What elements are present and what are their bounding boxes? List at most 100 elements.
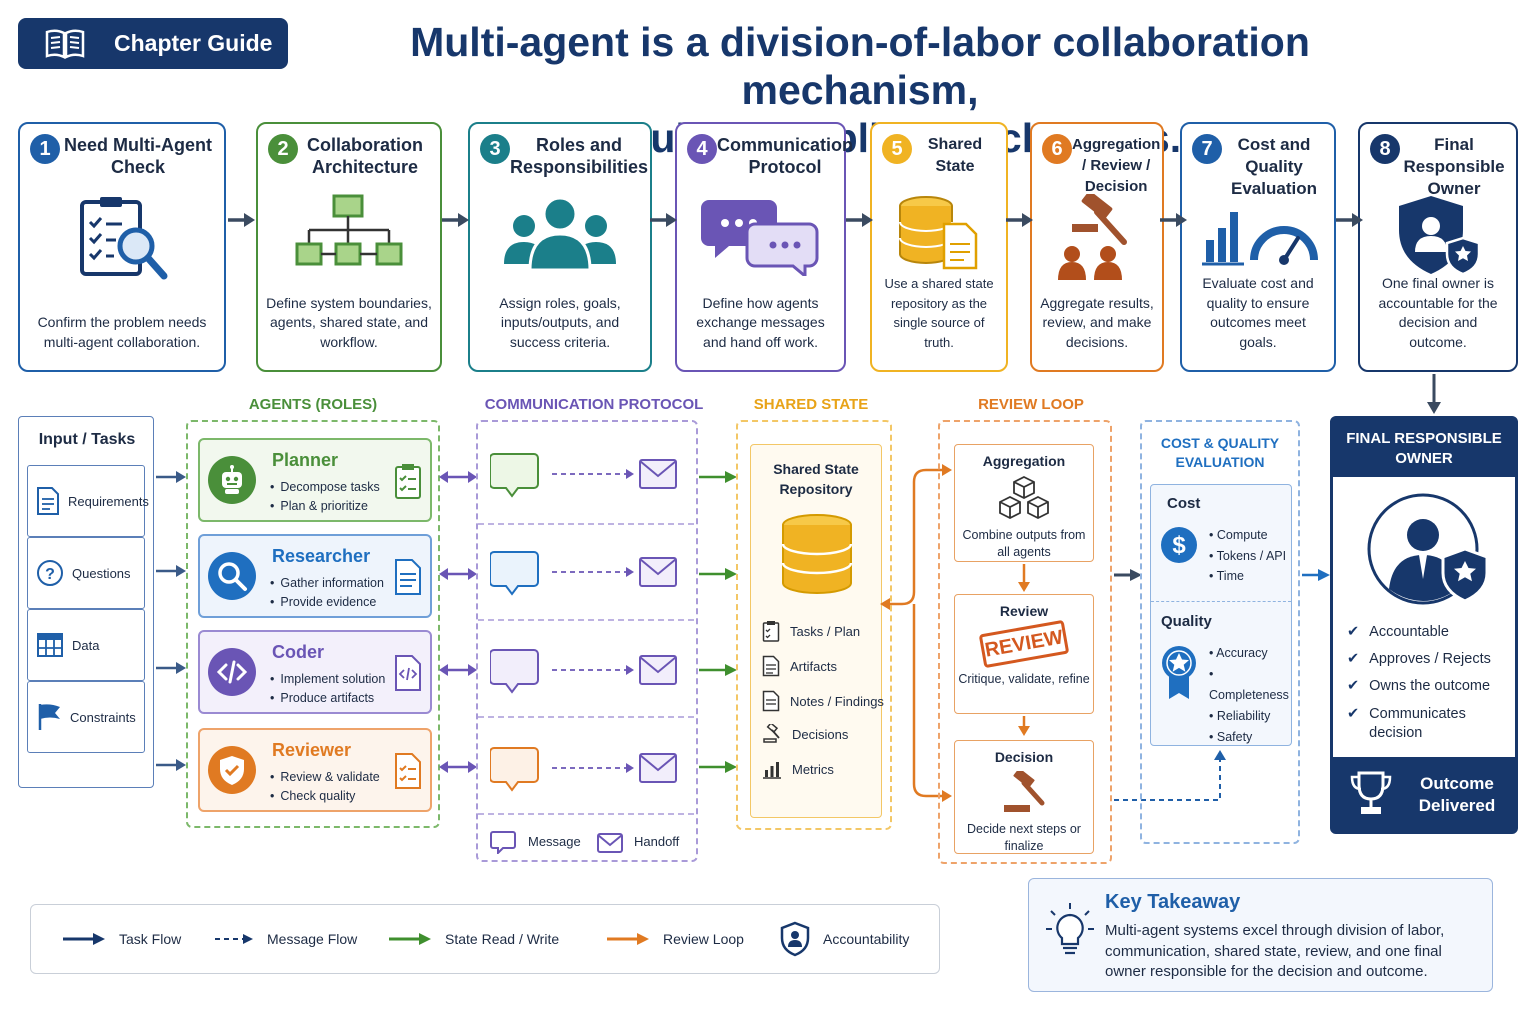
step-desc: Evaluate cost and quality to ensure outc… [1202,275,1314,350]
checklist-magnifier-icon [80,197,168,280]
takeaway-text: Multi-agent systems excel through divisi… [1105,922,1445,980]
evaluation-title: COST & QUALITY EVALUATION [1160,435,1280,470]
document-icon [762,655,780,677]
message-flow-arrow [439,471,477,483]
dollar-icon: $ [1161,527,1197,563]
agents-section-title: AGENTS (ROLES) [248,396,378,413]
step-number: 6 [1042,134,1072,164]
owner-avatar-icon [1367,493,1489,605]
step-number: 1 [30,134,60,164]
outcome-label: Outcome Delivered [1418,774,1496,815]
cubes-icon [999,475,1049,520]
hierarchy-icon [295,194,403,266]
database-icon [781,514,853,594]
book-icon [45,28,85,59]
message-bubble-icon [490,551,677,596]
review-box: Review REVIEW Critique, validate, refine [954,594,1094,714]
chapter-guide-badge: Chapter Guide [18,18,288,69]
check-icon: ✔ [1347,624,1360,640]
quality-items: • Accuracy • Completeness • Reliability … [1209,646,1289,744]
step-number: 3 [480,134,510,164]
shield-person-icon [1399,196,1481,276]
message-flow-arrow [439,664,477,676]
to-owner-arrow [1302,569,1330,581]
message-icon [490,831,516,854]
task-flow-arrow [1336,213,1363,227]
document-icon [37,487,59,515]
task-flow-arrow [846,213,873,227]
review-loop-connector [880,464,952,802]
search-icon [208,552,256,600]
step-desc: Aggregate results, review, and make deci… [1040,294,1154,350]
down-arrow [1427,374,1441,414]
message-flow-arrow-icon [215,934,253,944]
task-flow-arrow [228,213,255,227]
step-desc: Assign roles, goals, inputs/outputs, and… [499,294,621,350]
step-title: Cost and Quality Evaluation [1231,135,1317,198]
input-title: Input / Tasks [38,431,136,448]
input-item-data: Data [27,609,145,681]
step-title: Aggregation / Review / Decision [1072,136,1161,195]
task-flow-arrow [1006,213,1033,227]
takeaway-title: Key Takeaway [1105,891,1241,913]
check-icon: ✔ [1347,678,1360,694]
gavel-icon [763,724,780,743]
step-title: Communication Protocol [717,135,854,177]
people-group-icon [504,196,616,272]
step-title: Roles and Responsibilities [510,135,649,177]
envelope-icon [597,833,623,853]
step-number: 5 [882,134,912,164]
cost-items: • Compute • Tokens / API • Time [1209,528,1287,583]
step-desc: Use a shared state repository as the sin… [884,276,994,350]
svg-text:$: $ [1172,532,1186,559]
clipboard-icon [395,464,421,499]
message-flow-arrow [439,568,477,580]
message-bubble-icon [490,649,677,694]
step-number: 4 [687,134,717,164]
state-rw-arrow [699,761,737,773]
checklist-icon [395,753,421,789]
final-owner-panel: FINAL RESPONSIBLE OWNER ✔Accountable ✔Ap… [1330,416,1518,834]
agent-researcher: Researcher Gather informationProvide evi… [198,534,432,618]
legend-message-flow: Message Flow [213,931,357,947]
step-desc: Define how agents exchange messages and … [696,294,825,350]
protocol-panel: Message Handoff [476,420,698,862]
step-number: 2 [268,134,298,164]
agents-panel: Planner Decompose tasksPlan & prioritize… [186,420,440,828]
legend-task-flow: Task Flow [61,931,181,947]
message-bubble-icon [490,453,677,498]
step-desc: One final owner is accountable for the d… [1378,275,1498,350]
task-flow-arrow [1114,569,1142,581]
shared-state-panel: Shared State Repository Tasks / Plan Art… [736,420,892,830]
question-icon: ? [37,560,63,586]
database-document-icon [899,196,978,270]
step-title: Need Multi-Agent Check [64,135,212,177]
shared-state-section-title: SHARED STATE [753,396,869,413]
task-flow-arrow [1160,213,1187,227]
chat-bubbles-icon [700,200,818,276]
shield-person-icon [780,921,810,957]
legend: Task Flow Message Flow State Read / Writ… [30,904,940,974]
legend-state-rw: State Read / Write [387,931,559,947]
message-label: Message [528,834,581,849]
key-takeaway: Key Takeaway Multi-agent systems excel t… [1028,878,1493,992]
notes-icon [762,690,780,712]
badge-label: Chapter Guide [114,30,273,56]
check-icon: ✔ [1347,706,1360,722]
owner-title: FINAL RESPONSIBLE OWNER [1333,419,1515,477]
input-item-constraints: Constraints [27,681,145,753]
gavel-icon [1004,771,1045,812]
flag-icon [38,704,60,730]
review-flow-arrow [1018,716,1030,736]
input-tasks-panel: Input / Tasks Requirements ?Questions Da… [18,416,154,788]
task-flow-arrow [442,213,469,227]
bar-chart-gauge-icon [1202,212,1318,266]
legend-accountability: Accountability [779,921,909,957]
outcome-delivered-bar: Outcome Delivered [1333,757,1515,831]
review-loop-arrow-icon [607,933,649,945]
shield-check-icon [208,746,256,794]
